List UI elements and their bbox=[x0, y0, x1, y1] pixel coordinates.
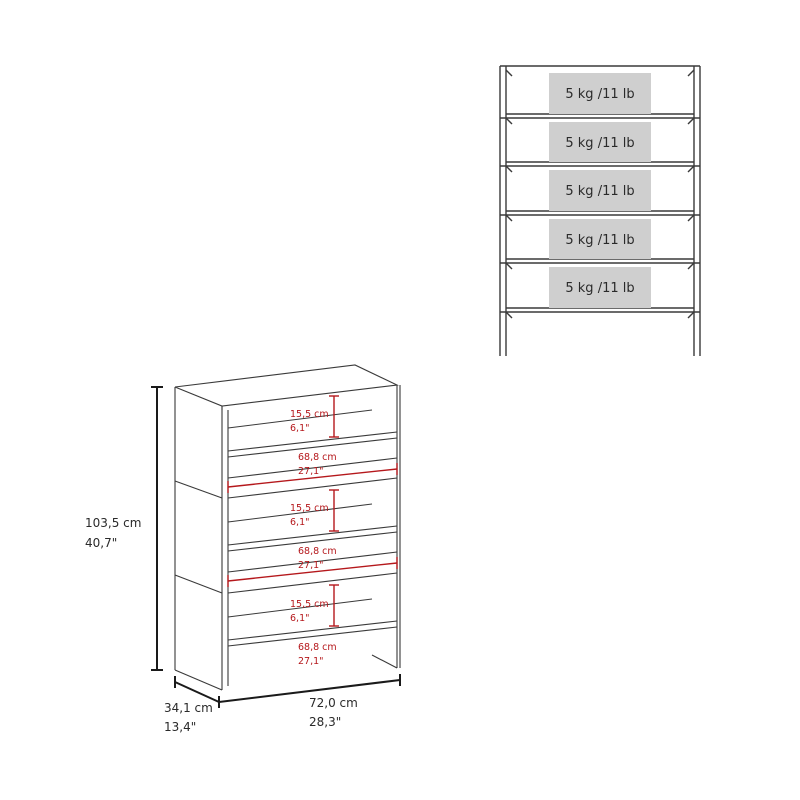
shelf-load-label: 5 kg /11 lb bbox=[549, 267, 651, 308]
shelf-load-label: 5 kg /11 lb bbox=[549, 219, 651, 259]
shelf-gap-label-in: 6,1" bbox=[290, 517, 309, 528]
shelf-width-label-in: 27,1" bbox=[298, 466, 324, 477]
shelf-load-label: 5 kg /11 lb bbox=[549, 122, 651, 162]
shelf-gap-label-in: 6,1" bbox=[290, 423, 309, 434]
shelf-width-label-cm: 68,8 cm bbox=[298, 452, 337, 463]
depth-label-in: 13,4" bbox=[164, 720, 196, 734]
shelf-width-label-in: 27,1" bbox=[298, 560, 324, 571]
svg-text:5 kg /11 lb: 5 kg /11 lb bbox=[565, 281, 634, 296]
shelf-width-arrow bbox=[227, 557, 398, 587]
isometric-shelf-unit bbox=[174, 364, 401, 691]
width-label-in: 28,3" bbox=[309, 715, 341, 729]
height-label-cm: 103,5 cm bbox=[85, 516, 141, 530]
depth-label-cm: 34,1 cm bbox=[164, 701, 213, 715]
width-dimension-line bbox=[218, 674, 401, 703]
shelf-gap-arrow bbox=[329, 395, 339, 438]
height-dimension-line bbox=[151, 386, 163, 671]
shelf-gap-label-cm: 15,5 cm bbox=[290, 409, 329, 420]
shelf-width-arrow bbox=[227, 463, 398, 493]
height-label-in: 40,7" bbox=[85, 536, 117, 550]
shelf-width-label-cm: 68,8 cm bbox=[298, 546, 337, 557]
shelf-width-label-cm: 68,8 cm bbox=[298, 642, 337, 653]
svg-text:5 kg /11 lb: 5 kg /11 lb bbox=[565, 184, 634, 199]
shelf-gap-label-cm: 15,5 cm bbox=[290, 599, 329, 610]
shelf-gap-arrow bbox=[329, 584, 339, 627]
shelf-width-label-in: 27,1" bbox=[298, 656, 324, 667]
shelf-load-label: 5 kg /11 lb bbox=[549, 73, 651, 114]
svg-text:5 kg /11 lb: 5 kg /11 lb bbox=[565, 233, 634, 248]
svg-text:5 kg /11 lb: 5 kg /11 lb bbox=[565, 87, 634, 102]
svg-text:5 kg /11 lb: 5 kg /11 lb bbox=[565, 136, 634, 151]
width-label-cm: 72,0 cm bbox=[309, 696, 358, 710]
shelf-gap-arrow bbox=[329, 489, 339, 532]
shelf-gap-label-cm: 15,5 cm bbox=[290, 503, 329, 514]
shelf-load-label: 5 kg /11 lb bbox=[549, 170, 651, 211]
shelf-gap-label-in: 6,1" bbox=[290, 613, 309, 624]
